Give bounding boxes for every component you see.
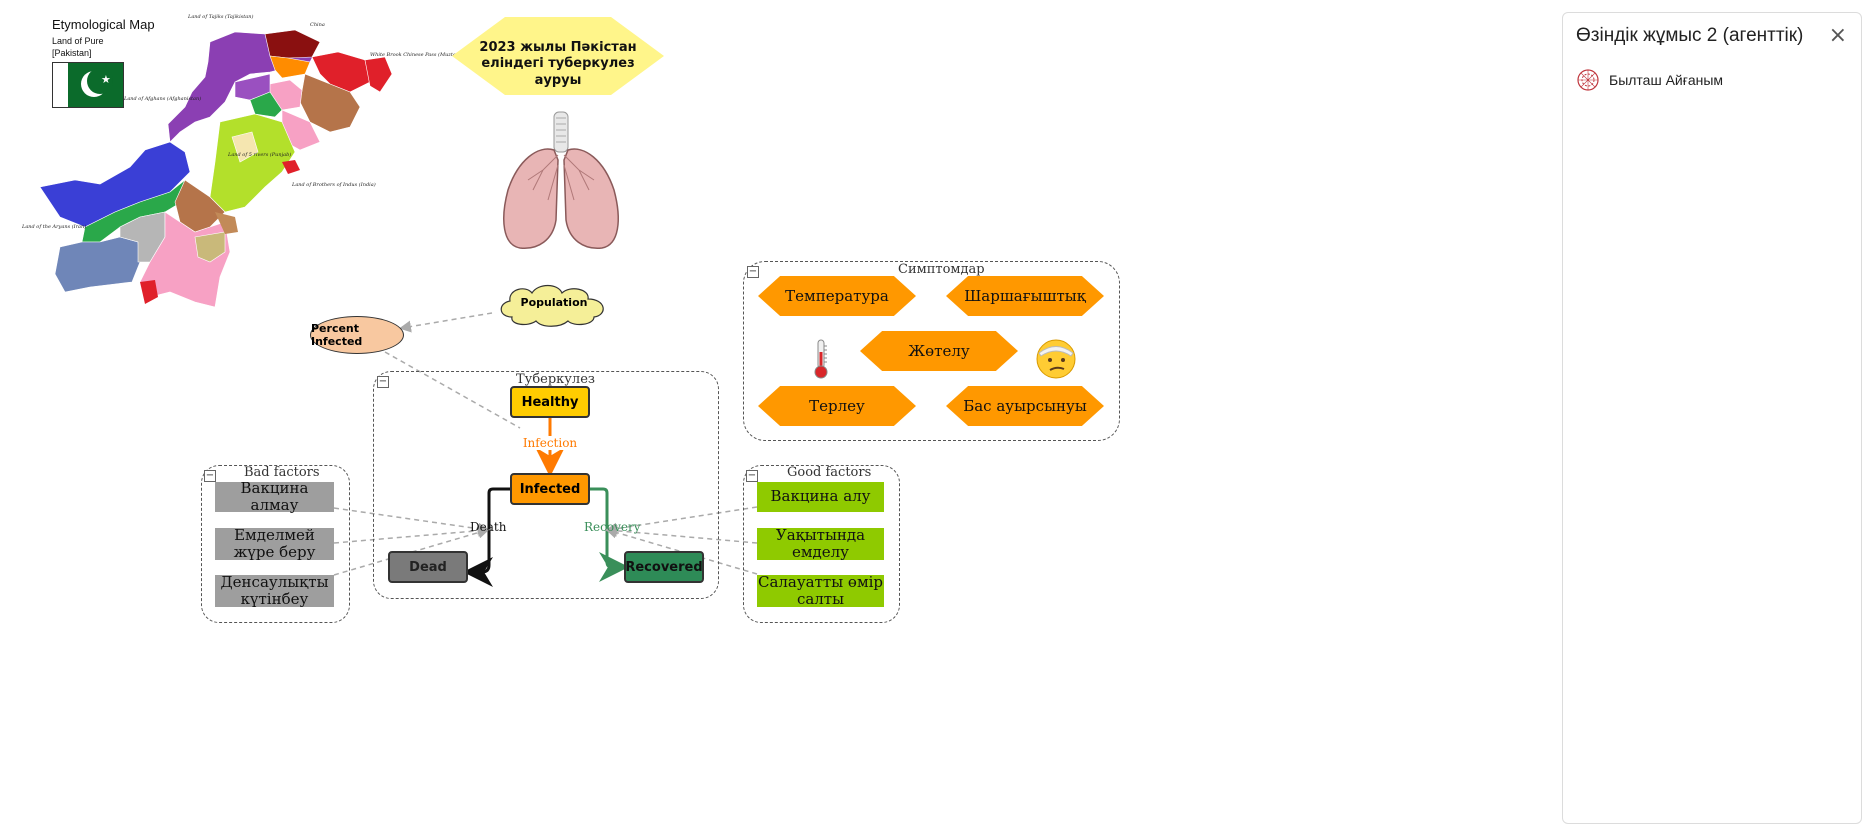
bad-factors-frame[interactable] <box>201 465 350 623</box>
map-label: Land of 5 rivers (Punjab) <box>228 152 292 158</box>
diagram-title: 2023 жылы Пәкістан еліндегі туберкулез а… <box>479 40 637 88</box>
population-cloud[interactable]: Population <box>494 281 614 327</box>
close-icon[interactable]: × <box>1828 23 1847 48</box>
symptom-item[interactable]: Бас ауырсынуы <box>946 386 1104 426</box>
symptom-item[interactable]: Терлеу <box>758 386 916 426</box>
recovered-state[interactable]: Recovered <box>624 551 704 583</box>
panel-title: Өзіндік жұмыс 2 (агенттік) <box>1576 25 1804 46</box>
map-label: Land of Tajiks (Tajikistan) <box>188 14 254 20</box>
collapse-tb-frame-button[interactable]: − <box>377 376 389 388</box>
diagram-canvas[interactable]: Etymological Map Land of Pure [Pakistan]… <box>0 0 1560 832</box>
recovery-transition-label[interactable]: Recovery <box>584 520 641 534</box>
good-factors-title: Good factors <box>787 465 872 480</box>
pakistan-flag-icon: ★ <box>52 62 124 108</box>
percent-infected-node[interactable]: Percent Infected <box>310 316 404 354</box>
collapse-bad-factors-button[interactable]: − <box>204 470 216 482</box>
percent-infected-label: Percent Infected <box>311 322 363 348</box>
thermometer-icon <box>810 338 832 380</box>
bad-factor-item[interactable]: Денсаулықты күтінбеу <box>215 573 334 608</box>
sick-face-icon <box>1034 336 1078 380</box>
map-subtitle-2: [Pakistan] <box>52 48 92 58</box>
healthy-state[interactable]: Healthy <box>510 386 590 418</box>
death-transition-label[interactable]: Death <box>470 520 507 534</box>
map-label: China <box>310 22 325 28</box>
symptoms-frame[interactable] <box>743 261 1120 441</box>
collapse-symptoms-button[interactable]: − <box>747 266 759 278</box>
symptom-item[interactable]: Температура <box>758 276 916 316</box>
map-label: Land of Afghans (Afghanistan) <box>124 96 202 102</box>
symptoms-title: Симптомдар <box>898 262 985 277</box>
avatar <box>1577 69 1599 91</box>
side-panel: Өзіндік жұмыс 2 (агенттік) × Былташ Айға… <box>1562 12 1862 824</box>
map-label: Land of Brothers of Indus (India) <box>292 182 376 188</box>
pakistan-map: Etymological Map Land of Pure [Pakistan]… <box>20 12 464 312</box>
map-svg <box>39 29 393 308</box>
bad-factors-title: Bad factors <box>244 465 320 480</box>
map-label: Land of the Aryans (Iran) <box>22 224 87 230</box>
map-label: White Brook Chinese Pass (Muztagh) <box>370 52 465 58</box>
user-name: Былташ Айғаным <box>1609 72 1724 88</box>
bad-factor-item[interactable]: Вакцина алмау <box>215 479 334 514</box>
bad-factor-item[interactable]: Емделмей жүре беру <box>215 526 334 561</box>
infection-transition-label[interactable]: Infection <box>510 436 590 450</box>
tuberculosis-frame-title: Туберкулез <box>516 372 595 387</box>
good-factor-item[interactable]: Уақытында емделу <box>757 526 884 561</box>
good-factors-frame[interactable] <box>743 465 900 623</box>
collapse-good-factors-button[interactable]: − <box>746 470 758 482</box>
symptom-item[interactable]: Жөтелу <box>860 331 1018 371</box>
map-title: Etymological Map <box>52 17 155 32</box>
dead-state[interactable]: Dead <box>388 551 468 583</box>
good-factor-item[interactable]: Вакцина алу <box>757 482 884 512</box>
map-subtitle-1: Land of Pure <box>52 36 104 46</box>
infected-state[interactable]: Infected <box>510 473 590 505</box>
population-label: Population <box>520 296 588 309</box>
user-entry[interactable]: Былташ Айғаным <box>1577 69 1723 91</box>
tuberculosis-frame[interactable] <box>373 371 719 599</box>
lungs-image <box>498 110 624 252</box>
good-factor-item[interactable]: Салауатты өмір салты <box>757 572 884 608</box>
symptom-item[interactable]: Шаршағыштық <box>946 276 1104 316</box>
connector-layer <box>333 312 758 587</box>
